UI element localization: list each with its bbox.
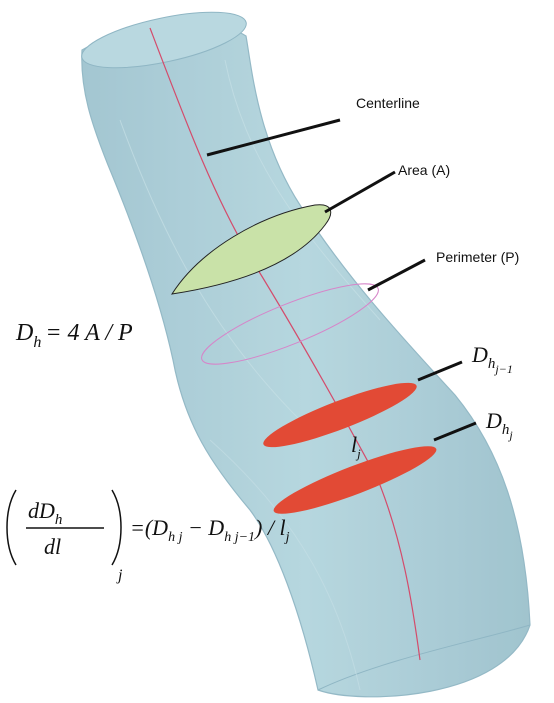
- label-area: Area (A): [398, 162, 450, 178]
- label-l-j: lj: [351, 432, 361, 461]
- label-dh-j-minus-1: Dhj−1: [471, 342, 513, 376]
- vessel-tube: [81, 21, 531, 698]
- leader-perimeter: [367, 258, 426, 292]
- leader-area: [324, 170, 396, 214]
- leader-dh-j-minus-1: [417, 360, 463, 382]
- section-j: [273, 446, 437, 514]
- svg-text:j: j: [116, 567, 123, 584]
- tube-bottom-rim: [317, 624, 531, 691]
- section-j-minus-1: [263, 382, 417, 448]
- tube-top-opening: [81, 11, 247, 69]
- formula-derivative: dDh dl j =(Dh j − Dh j−1) / lj: [6, 489, 290, 584]
- svg-text:=(Dh j − Dh j−1) / lj: =(Dh j − Dh j−1) / lj: [130, 515, 290, 545]
- leader-centerline: [206, 118, 341, 157]
- svg-text:dDh: dDh: [28, 498, 62, 528]
- perimeter-outline: [201, 283, 379, 365]
- centerline-curve: [149, 27, 421, 661]
- formula-hydraulic-diameter: Dh= 4 A / P: [15, 320, 133, 351]
- svg-text:dl: dl: [44, 534, 61, 559]
- leader-dh-j: [433, 421, 477, 442]
- label-dh-j: Dhj: [485, 408, 513, 442]
- label-perimeter: Perimeter (P): [436, 249, 519, 265]
- label-centerline: Centerline: [356, 95, 420, 111]
